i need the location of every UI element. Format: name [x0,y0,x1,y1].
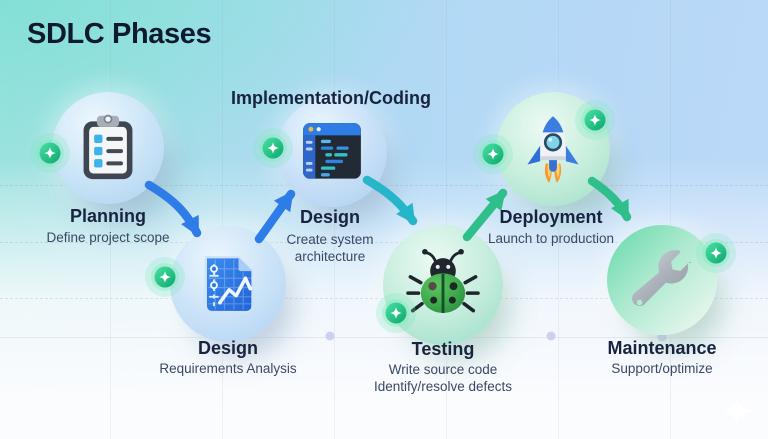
design-node [170,226,286,342]
ladybug-icon [406,248,480,313]
design-desc: Requirements Analysis [159,361,297,376]
implementation-label: Design [299,207,361,227]
grid-vline [558,0,559,439]
planning-desc: Define project scope [46,230,170,245]
grid-vline [670,0,671,439]
rocket-icon [527,116,579,183]
guide-dot [325,331,335,341]
planning-label: Planning [70,206,146,226]
grid-vline [110,0,111,439]
design-label: Design [197,338,259,358]
page-title: SDLC Phases [27,18,212,50]
maintenance-label: Maintenance [607,338,717,358]
grid-vline [222,0,223,439]
wrench-icon [632,250,692,307]
sparkle-plus-badge-icon [30,133,70,173]
sparkle-plus-badge-icon [575,100,615,140]
maintenance-node [607,225,717,335]
maintenance-desc: Support/optimize [611,361,713,376]
sparkle-icon [722,396,752,426]
implementation-top-label: Implementation/Coding [231,88,431,108]
deployment-desc: Launch to production [487,231,615,246]
sparkle-plus-badge-icon [253,128,293,168]
arrow-planning-to-design [144,180,202,238]
clipboard-icon [83,114,133,180]
sparkle-plus-badge-icon [473,134,513,174]
grid-hline [0,337,768,338]
sparkle-plus-badge-icon [376,293,416,333]
guide-dot [657,332,667,342]
testing-desc-line2: Identify/resolve defects [373,379,513,394]
implementation-desc-line2: architecture [294,249,366,264]
deployment-label: Deployment [499,207,603,227]
testing-label: Testing [411,339,475,359]
grid-vline [446,0,447,439]
testing-node [383,225,503,345]
blueprint-document-icon [204,256,254,314]
testing-desc-line1: Write source code [388,362,498,377]
grid-vline [334,0,335,439]
guide-dot [546,331,556,341]
implementation-desc-line1: Create system [286,232,374,247]
code-editor-icon [303,123,361,179]
planning-node [52,92,164,204]
sparkle-plus-badge-icon [696,233,736,273]
grid-hline [0,242,768,243]
sparkle-plus-badge-icon [145,257,185,297]
